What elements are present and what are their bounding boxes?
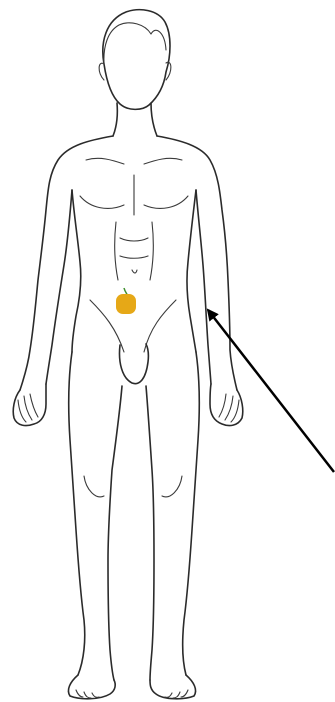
right-knee	[162, 476, 182, 497]
left-toes	[76, 690, 99, 698]
right-leg-inner	[146, 386, 154, 680]
chest-right	[144, 196, 188, 208]
left-knee	[84, 476, 104, 497]
neck	[113, 103, 117, 136]
left-ear	[99, 63, 104, 80]
right-leg-outer	[183, 352, 200, 675]
abdomen-left	[115, 222, 118, 280]
right-fingers	[219, 394, 239, 422]
right-toes	[165, 690, 188, 698]
clavicle-right	[144, 158, 182, 164]
torso-left	[72, 190, 81, 352]
head-outline	[103, 10, 170, 110]
clavicle-left	[86, 158, 124, 164]
torso-right	[187, 190, 196, 352]
abs-line-1	[120, 238, 148, 241]
left-leg-inner	[108, 386, 122, 680]
marker-spot	[116, 294, 136, 314]
highlight-marker	[116, 288, 136, 314]
body-outline	[13, 10, 243, 699]
abdomen-right	[150, 222, 153, 280]
hip-right	[144, 300, 176, 352]
right-arm-inner	[196, 190, 211, 384]
neck-right	[151, 103, 157, 136]
abs-line-2	[120, 256, 148, 258]
hair-line	[104, 23, 166, 64]
left-fingers	[18, 394, 38, 422]
right-foot	[150, 675, 196, 699]
left-arm-outer	[20, 136, 113, 390]
pointer-arrow	[208, 310, 334, 472]
navel	[132, 270, 137, 273]
left-foot	[68, 675, 115, 699]
chest-left	[80, 196, 124, 208]
left-arm-inner	[46, 190, 72, 384]
left-leg-outer	[69, 352, 85, 675]
right-arm-outer	[157, 136, 237, 390]
